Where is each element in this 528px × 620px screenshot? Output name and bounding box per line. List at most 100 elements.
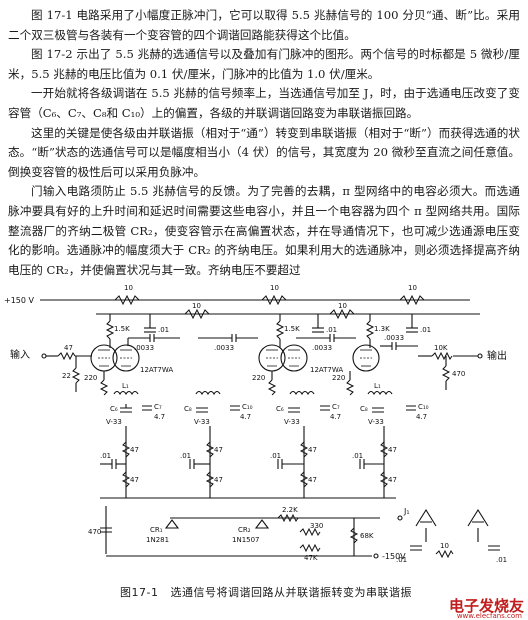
- paragraph-5: 门输入电路须防止 5.5 兆赫信号的反馈。为了完善的去耦，π 型网络中的电容必须…: [8, 184, 520, 277]
- svg-text:68K: 68K: [360, 532, 374, 540]
- circuit-schematic: +150 V 10 10 10 10 10 1.5K 1.5K 1.3K: [4, 284, 507, 564]
- svg-text:.0033: .0033: [134, 344, 154, 352]
- svg-text:10: 10: [270, 284, 279, 292]
- svg-text:47: 47: [388, 446, 397, 454]
- svg-text:4.7: 4.7: [330, 413, 341, 421]
- svg-text:.01: .01: [420, 326, 431, 334]
- svg-text:12AT7WA: 12AT7WA: [310, 366, 343, 374]
- decoupling-capacitor: .01: [406, 314, 431, 334]
- paragraph-1: 图 17-1 电路采用了小幅度正脉冲门，它可以取得 5.5 兆赫信号的 100 …: [8, 8, 520, 42]
- paragraph-4: 这里的关键是使各级由并联谐振（相对于“通”）转变到串联谐振（相对于“断”）而获得…: [8, 125, 520, 179]
- svg-text:10: 10: [124, 284, 133, 292]
- paragraph-2: 图 17-2 示出了 5.5 兆赫的选通信号以及叠加有门脉冲的图形。两个信号的时…: [8, 47, 520, 81]
- svg-text:1N1507: 1N1507: [232, 536, 260, 544]
- svg-text:V-33: V-33: [284, 418, 300, 426]
- rail-resistor: 10: [261, 284, 287, 306]
- svg-text:470: 470: [452, 370, 465, 378]
- svg-text:47: 47: [64, 344, 73, 352]
- input-resistor: 47: [57, 344, 76, 361]
- tube-1: 12AT7WA: [90, 344, 173, 374]
- rail-resistor: 10: [329, 302, 355, 320]
- svg-text:C₇: C₇: [332, 403, 340, 411]
- svg-text:C₆: C₆: [110, 405, 118, 413]
- svg-text:C₁₀: C₁₀: [418, 403, 429, 411]
- decoupling-capacitor: .01: [312, 314, 337, 334]
- rail-resistor: 10: [399, 284, 425, 306]
- output-resistor: 10K: [431, 344, 453, 361]
- supply-pos-label: +150 V: [4, 296, 35, 305]
- svg-text:10: 10: [440, 542, 449, 550]
- svg-text:.0033: .0033: [214, 344, 234, 352]
- svg-text:220: 220: [84, 374, 97, 382]
- svg-text:.01: .01: [158, 326, 169, 334]
- cathode-resistor: 220: [332, 371, 355, 396]
- svg-text:2.2K: 2.2K: [282, 506, 298, 514]
- rail-resistor: 10: [114, 284, 140, 306]
- tuned-stage-2: C₈ V-33 C₁₀ 4.7: [184, 390, 253, 426]
- svg-text:1.5K: 1.5K: [114, 325, 130, 333]
- svg-text:C₈: C₈: [360, 405, 368, 413]
- cathode-resistor: 220: [84, 371, 109, 396]
- svg-text:V-33: V-33: [194, 418, 210, 426]
- plate-resistor: 1.5K: [275, 314, 300, 348]
- figure-title: 选通信号将调谐回路从并联谐振转变为串联谐振: [170, 586, 412, 599]
- svg-text:47: 47: [130, 476, 139, 484]
- svg-text:V-33: V-33: [106, 418, 122, 426]
- coupling-capacitor: .0033: [198, 334, 258, 352]
- svg-text:4.7: 4.7: [416, 413, 427, 421]
- svg-text:12AT7WA: 12AT7WA: [140, 366, 173, 374]
- paragraph-3: 一开始就将各级调谐在 5.5 兆赫的信号频率上，当选通信号加至 J，时，由于选通…: [8, 86, 520, 120]
- svg-text:C₁₀: C₁₀: [242, 403, 253, 411]
- bias-supply: 470 CR₁ 1N281 CR₂ 1N1507 2.2K 330 47K 68…: [88, 506, 406, 562]
- svg-text:10: 10: [408, 284, 417, 292]
- tuned-stage-3: C₆ V-33 C₇ 4.7: [276, 390, 341, 426]
- coupling-capacitor: .0033: [127, 334, 180, 352]
- svg-text:47: 47: [308, 446, 317, 454]
- svg-text:C₆: C₆: [276, 405, 284, 413]
- svg-text:.01: .01: [270, 452, 281, 460]
- svg-text:.01: .01: [100, 452, 111, 460]
- tuned-stage-4: L₁ C₈ V-33 C₁₀ 4.7: [360, 382, 429, 426]
- svg-text:4.7: 4.7: [240, 413, 251, 421]
- svg-text:47: 47: [214, 446, 223, 454]
- svg-text:4.7: 4.7: [154, 413, 165, 421]
- figure-number: 图17-1: [120, 586, 159, 599]
- coupling-capacitor: .0033: [380, 334, 418, 350]
- figure-caption: 图17-1 选通信号将调谐回路从并联谐振转变为串联谐振: [120, 584, 412, 600]
- grid-resistor: 22: [62, 356, 81, 392]
- svg-text:.01: .01: [496, 556, 507, 564]
- svg-text:.0033: .0033: [312, 344, 332, 352]
- svg-text:.01: .01: [396, 556, 407, 564]
- output-label: 输出: [487, 349, 507, 362]
- decoupling-capacitor: .01: [144, 314, 169, 334]
- svg-text:10K: 10K: [434, 344, 448, 352]
- svg-text:L₁: L₁: [122, 382, 129, 390]
- bias-network: 47 47 47 47 47 47 47 47 .01 .01 .01 .01: [100, 426, 397, 499]
- rail-resistor: 10: [184, 302, 210, 320]
- cathode-resistor: 220: [252, 371, 277, 396]
- svg-text:1.5K: 1.5K: [284, 325, 300, 333]
- watermark-url: www.elecfans.com: [456, 612, 522, 620]
- svg-text:1.3K: 1.3K: [374, 325, 390, 333]
- svg-text:.01: .01: [326, 326, 337, 334]
- svg-text:CR₁: CR₁: [150, 526, 163, 534]
- svg-text:47K: 47K: [304, 554, 318, 562]
- svg-text:V-33: V-33: [368, 418, 384, 426]
- load-resistor: 470: [441, 356, 465, 390]
- svg-text:.01: .01: [180, 452, 191, 460]
- svg-text:470: 470: [88, 528, 101, 536]
- svg-text:47: 47: [388, 476, 397, 484]
- svg-text:220: 220: [332, 374, 345, 382]
- gate-input-label: J₁: [403, 507, 410, 516]
- svg-text:.0033: .0033: [384, 334, 404, 342]
- coupling-capacitor: .0033: [296, 334, 356, 352]
- svg-text:.01: .01: [352, 452, 363, 460]
- watermark-logo: 电子发烧友: [448, 597, 524, 615]
- svg-text:330: 330: [310, 522, 323, 530]
- svg-text:47: 47: [130, 446, 139, 454]
- article-text: 图 17-1 电路采用了小幅度正脉冲门，它可以取得 5.5 兆赫信号的 100 …: [8, 6, 520, 280]
- svg-text:10: 10: [192, 302, 201, 310]
- svg-text:22: 22: [62, 372, 71, 380]
- tube-3: [352, 344, 380, 372]
- tuned-stage-1: L₁ C₆ V-33 C₇ 4.7: [106, 382, 165, 426]
